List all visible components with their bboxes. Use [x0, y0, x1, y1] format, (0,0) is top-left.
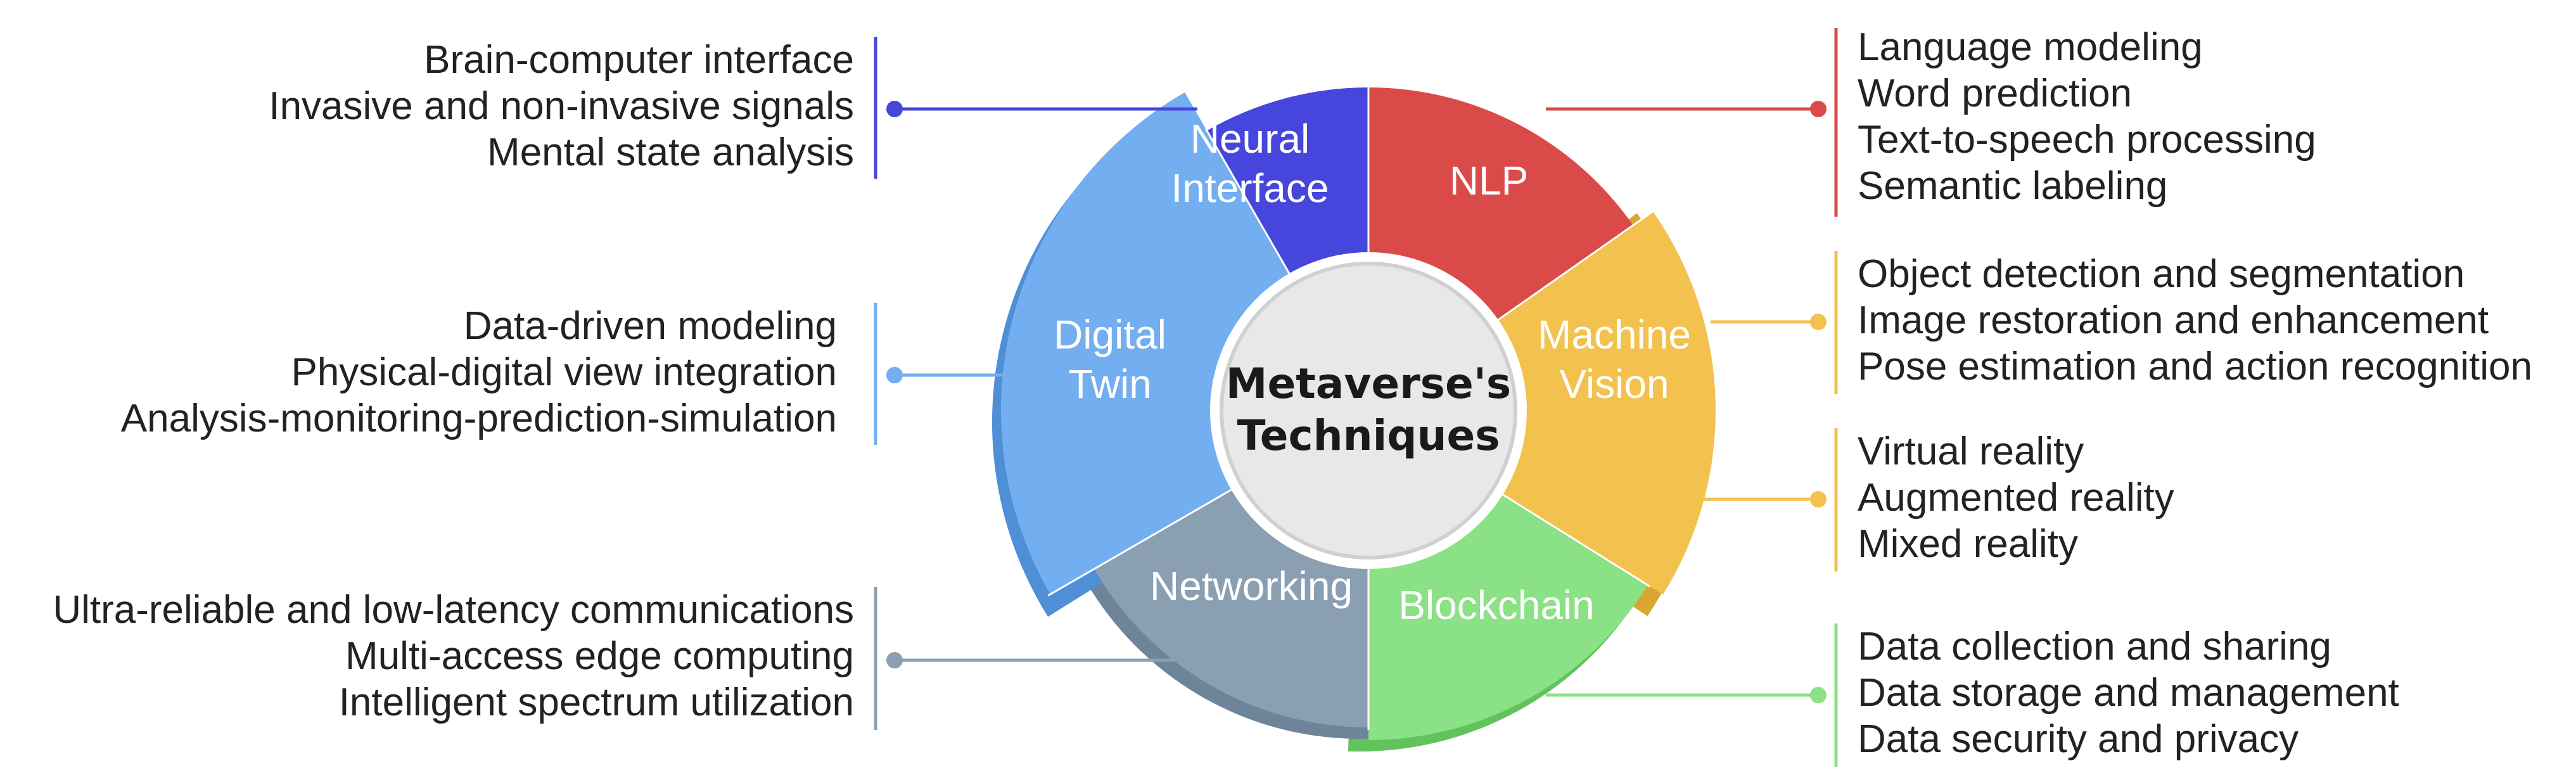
- twin-label-line-1: Digital: [1054, 312, 1166, 357]
- neural-label-line-2: Interface: [1171, 165, 1329, 211]
- nlp-item: Word prediction: [1858, 72, 2133, 115]
- twin-segment: [1000, 92, 1368, 594]
- vision-item: Pose estimation and action recognition: [1858, 345, 2532, 388]
- blockchain-item: Data storage and management: [1858, 671, 2399, 715]
- twin-item: Analysis-monitoring-prediction-simulatio…: [120, 397, 837, 440]
- networking-items: Ultra-reliable and low-latency communica…: [53, 587, 854, 726]
- blockchain-item: Data security and privacy: [1858, 717, 2299, 761]
- vision-reality-item: Virtual reality: [1858, 430, 2084, 473]
- nlp-item: Semantic labeling: [1858, 164, 2168, 208]
- twin-label-line-2: Twin: [1068, 361, 1152, 407]
- nlp-item: Text-to-speech processing: [1858, 118, 2316, 162]
- networking-item: Multi-access edge computing: [345, 634, 854, 678]
- vision-segment: [1368, 211, 1716, 595]
- neural-label-line-1: Neural: [1190, 116, 1310, 162]
- nlp-label-line-1: NLP: [1450, 158, 1529, 203]
- vision-connector-dot: [1810, 314, 1827, 330]
- vision-label-line-2: Vision: [1559, 361, 1669, 407]
- networking-label-line-1: Networking: [1150, 563, 1353, 609]
- twin-item: Data-driven modeling: [463, 304, 837, 348]
- blockchain-label-line-1: Blockchain: [1398, 582, 1595, 628]
- nlp-connector-dot: [1810, 101, 1827, 117]
- vision-item: Object detection and segmentation: [1858, 252, 2465, 296]
- twin-item: Physical-digital view integration: [291, 350, 837, 394]
- vision-reality-item: Augmented reality: [1858, 476, 2174, 520]
- nlp-item: Language modeling: [1858, 25, 2203, 69]
- networking-item: Ultra-reliable and low-latency communica…: [53, 588, 854, 632]
- neural-item: Invasive and non-invasive signals: [269, 84, 854, 128]
- center-title-line2: Techniques: [1237, 411, 1500, 460]
- neural-connector-dot: [886, 101, 903, 117]
- center-disc: [1220, 262, 1517, 559]
- blockchain-connector-dot: [1810, 687, 1827, 703]
- neural-item: Brain-computer interface: [424, 38, 854, 82]
- vision-item: Image restoration and enhancement: [1858, 298, 2489, 342]
- blockchain-item: Data collection and sharing: [1858, 625, 2331, 668]
- vision_reality-connector-dot: [1810, 491, 1827, 508]
- center-title-line1: Metaverse's: [1226, 359, 1511, 408]
- vision-label-line-1: Machine: [1538, 312, 1691, 357]
- vision-reality-item: Mixed reality: [1858, 522, 2078, 566]
- twin-connector-dot: [886, 367, 903, 383]
- networking-connector-dot: [886, 652, 903, 668]
- neural-item: Mental state analysis: [487, 131, 854, 174]
- networking-item: Intelligent spectrum utilization: [338, 681, 854, 724]
